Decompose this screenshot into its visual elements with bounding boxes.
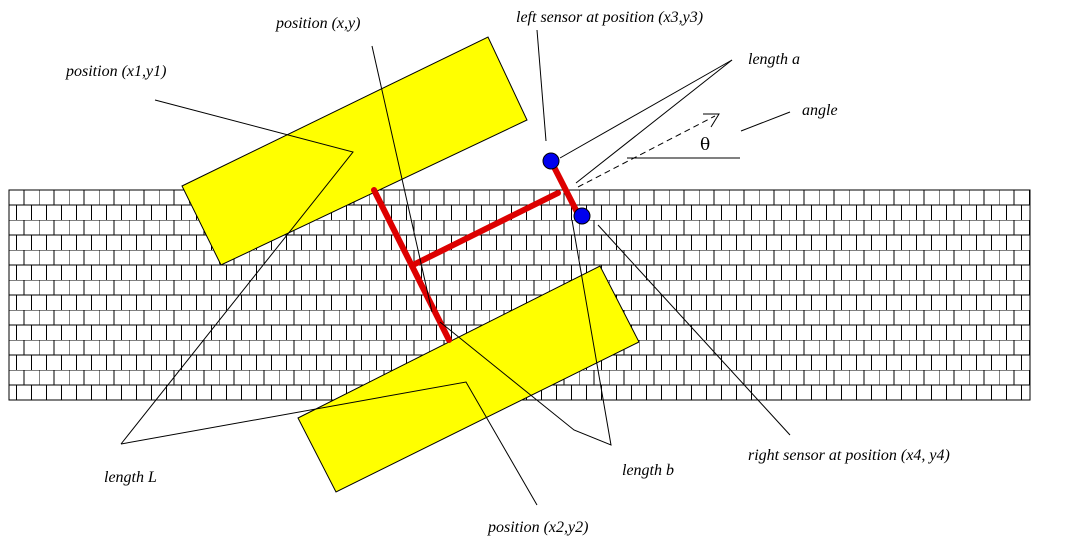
bottom-wheel	[297, 265, 640, 493]
leader-right-sensor	[597, 224, 791, 436]
label-position-x2y2: position (x2,y2)	[487, 519, 588, 536]
heading-arrow	[577, 115, 716, 188]
label-position-x1y1: position (x1,y1)	[65, 63, 166, 80]
label-left-sensor: left sensor at position (x3,y3)	[516, 9, 703, 26]
sensor-bar	[549, 160, 581, 217]
left-sensor	[542, 152, 560, 170]
label-length-L: length L	[104, 469, 157, 486]
robot-frame	[371, 160, 581, 343]
leader-length-a-2	[575, 59, 733, 184]
leader-length-L-bottom	[120, 381, 538, 506]
leader-left-sensor	[536, 29, 547, 142]
leader-length-b	[439, 219, 612, 446]
top-wheel	[181, 36, 528, 266]
heading-arrowhead	[703, 113, 720, 128]
robot-arm	[410, 190, 561, 268]
label-length-b: length b	[622, 462, 674, 479]
leader-angle	[740, 111, 791, 132]
label-position-xy: position (x,y)	[275, 15, 360, 32]
label-length-a: length a	[748, 51, 800, 68]
label-right-sensor: right sensor at position (x4, y4)	[748, 447, 950, 464]
label-angle: angle	[802, 102, 838, 119]
leader-lines	[120, 29, 791, 506]
label-theta: θ	[700, 135, 710, 155]
leader-length-a-1	[559, 59, 733, 159]
leader-position-xy	[371, 45, 433, 313]
right-sensor	[573, 207, 591, 225]
leader-length-L	[120, 99, 354, 445]
